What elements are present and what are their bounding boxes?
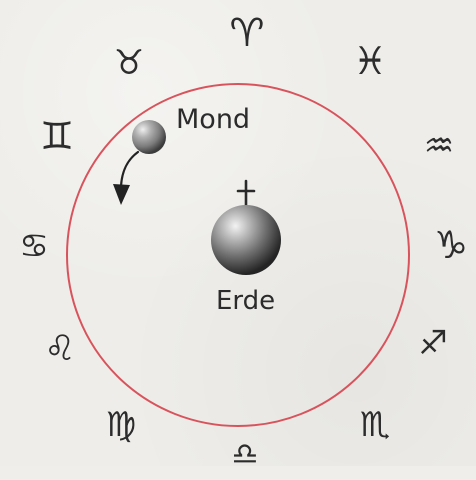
- moon-label: Mond: [176, 104, 250, 135]
- taurus-icon: ♉︎: [104, 38, 154, 88]
- earth-label: Erde: [216, 286, 275, 316]
- astronomy-diagram: Mond Erde ♈︎ ♓︎ ♒︎ ♑︎ ♐︎ ♏︎ ♎︎ ♍︎ ♌︎ ♋︎ …: [0, 0, 476, 466]
- leo-icon: ♌︎: [35, 324, 85, 374]
- aquarius-icon: ♒︎: [414, 121, 464, 171]
- arrowhead-icon: [113, 184, 130, 205]
- libra-icon: ♎︎: [220, 430, 270, 480]
- scorpio-icon: ♏︎: [350, 400, 400, 450]
- virgo-icon: ♍︎: [96, 400, 146, 450]
- diagram-canvas: [0, 0, 476, 466]
- moon-sphere-icon: [132, 120, 166, 154]
- capricorn-icon: ♑︎: [426, 220, 476, 270]
- curved-arrow-icon: [121, 152, 138, 186]
- gemini-icon: ♊︎: [32, 111, 82, 161]
- cancer-icon: ♋︎: [9, 220, 59, 270]
- pisces-icon: ♓︎: [345, 36, 395, 86]
- aries-icon: ♈︎: [222, 8, 272, 58]
- earth-sphere-icon: [211, 205, 281, 275]
- sagittarius-icon: ♐︎: [408, 317, 458, 367]
- cross-marker-icon: [238, 181, 254, 205]
